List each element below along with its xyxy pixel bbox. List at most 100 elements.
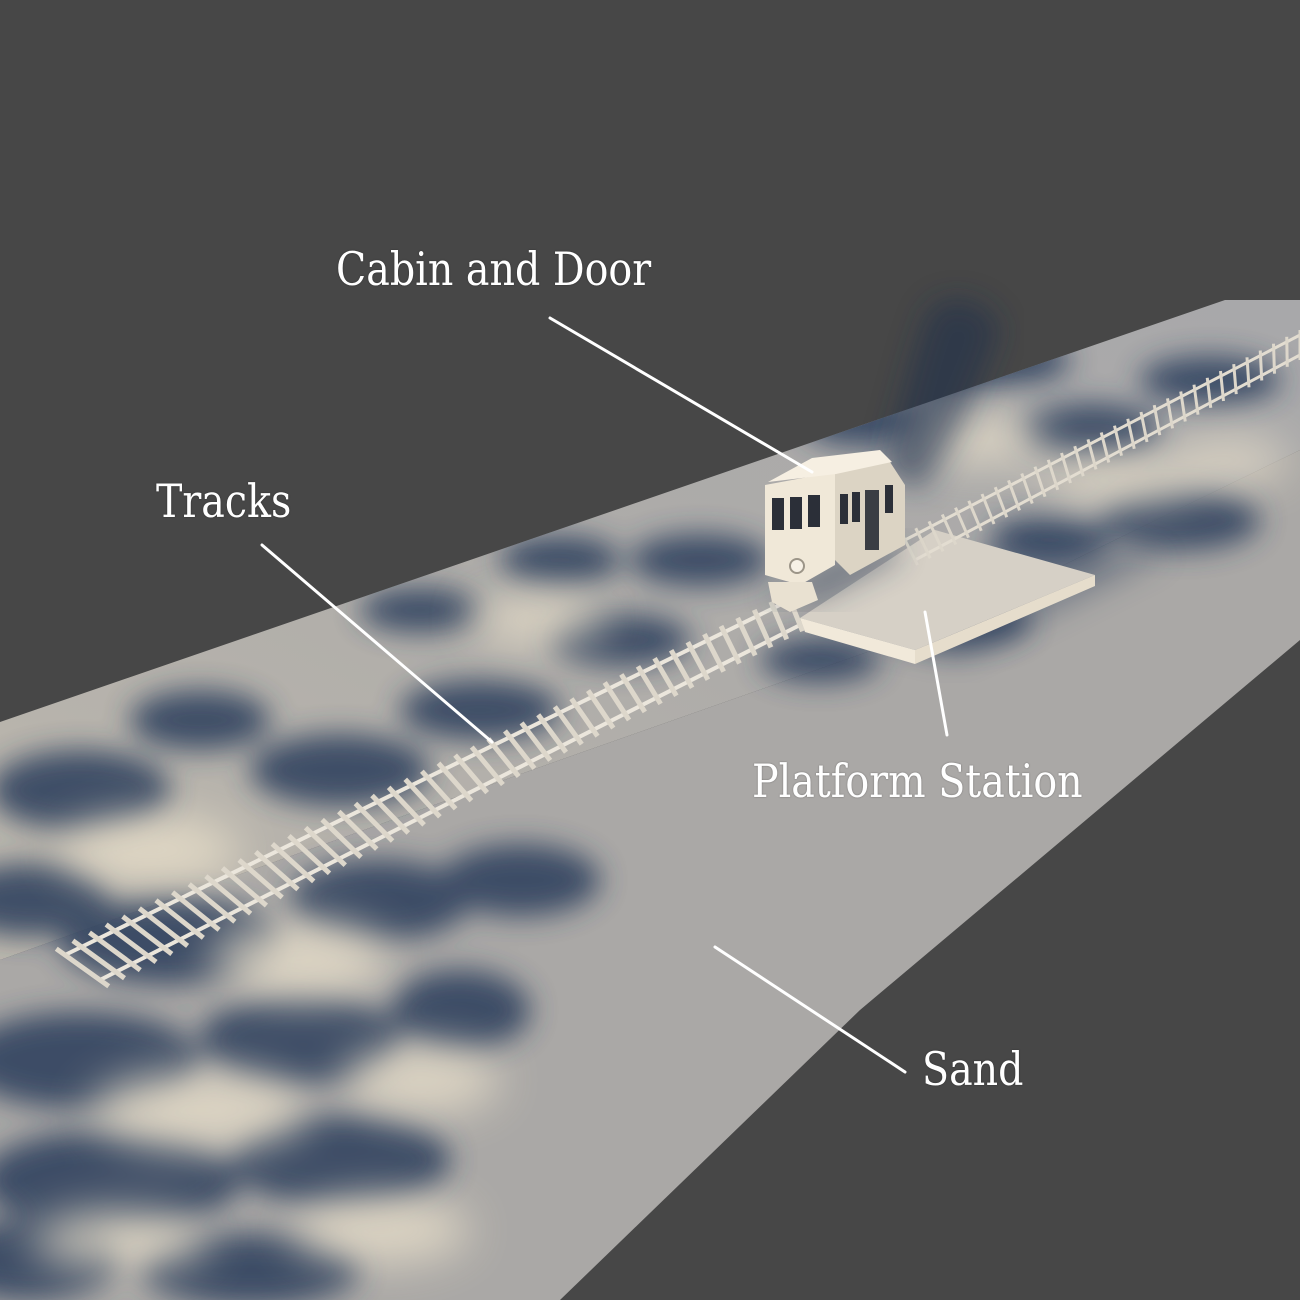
track-sleeper xyxy=(171,890,221,932)
track-sleeper xyxy=(386,785,426,827)
track-sleeper xyxy=(254,850,300,892)
tram-window-side-2 xyxy=(852,492,860,522)
callout-line-platform xyxy=(923,610,949,737)
track-sleeper xyxy=(940,513,958,546)
tram-headlight xyxy=(789,558,805,574)
sand-surface-near xyxy=(0,450,1300,1300)
track-sleeper xyxy=(519,721,553,762)
track-sleeper xyxy=(370,793,411,835)
track-sleeper xyxy=(1086,438,1098,470)
platform-top xyxy=(800,530,1095,650)
track-sleepers-far xyxy=(901,330,1300,566)
track-sleeper xyxy=(536,713,569,754)
track-sleeper xyxy=(1258,350,1264,381)
tram-window-2 xyxy=(790,497,802,529)
track-sleeper xyxy=(685,640,711,681)
callout-label-tracks: Tracks xyxy=(156,474,292,528)
track-sleeper xyxy=(187,882,237,924)
tram-cabin xyxy=(760,450,905,612)
track-sleeper xyxy=(270,842,316,884)
track-sleeper xyxy=(552,705,584,746)
track-sleeper xyxy=(585,689,616,730)
track-sleeper xyxy=(927,520,945,552)
track-sleeper xyxy=(718,624,742,665)
track-sleeper xyxy=(1272,343,1276,374)
track-sleeper xyxy=(453,753,490,795)
platform-side xyxy=(915,575,1095,664)
track-sleeper xyxy=(735,616,758,657)
track-sleeper xyxy=(1033,466,1047,498)
tram-window-3 xyxy=(808,495,820,527)
tram-roof xyxy=(768,450,892,482)
track-sleeper xyxy=(702,632,726,673)
track-sleeper xyxy=(353,801,395,843)
track-sleeper xyxy=(237,858,284,900)
track-sleeper xyxy=(1073,445,1085,477)
track-sleeper xyxy=(486,737,521,779)
track-sleeper xyxy=(635,665,663,706)
track-sleeper xyxy=(1285,336,1289,367)
sand-terrain xyxy=(0,299,1300,1300)
track-sleeper xyxy=(88,930,142,973)
track-sleeper xyxy=(980,493,996,525)
platform-front xyxy=(800,618,915,664)
callout-label-sand: Sand xyxy=(922,1042,1024,1096)
callout-line-sand xyxy=(713,945,907,1074)
track-sleeper xyxy=(1113,425,1123,457)
track-sleeper xyxy=(54,946,111,989)
track-sleeper xyxy=(469,745,505,787)
callout-line-tracks xyxy=(260,543,494,744)
track-sleepers-near xyxy=(54,592,805,989)
track-sleeper xyxy=(1245,357,1251,388)
track-sleeper xyxy=(154,898,205,940)
track-sleeper xyxy=(403,777,442,819)
track-sleeper xyxy=(320,817,363,859)
callout-lines xyxy=(260,316,949,1074)
track-sleeper xyxy=(914,527,932,559)
track-sleeper xyxy=(1139,411,1149,443)
track-sleeper xyxy=(204,874,253,916)
callout-line-cabin xyxy=(548,316,814,474)
track-sleeper xyxy=(751,608,774,649)
track-sleeper xyxy=(1126,418,1136,450)
track-sleeper xyxy=(503,729,537,770)
track-sleeper xyxy=(220,866,269,908)
track-sleeper xyxy=(1046,459,1060,491)
track-sleeper xyxy=(1232,364,1238,395)
track-sleeper xyxy=(602,681,632,722)
track-sleeper xyxy=(137,906,190,948)
track-sleeper xyxy=(1007,479,1021,511)
track-sleeper xyxy=(1205,377,1213,409)
track-sleeper xyxy=(436,761,474,803)
train-shadow xyxy=(880,299,1000,490)
track-sleeper xyxy=(1152,404,1162,436)
track-sleeper xyxy=(1192,384,1200,415)
track-sleeper xyxy=(104,922,158,965)
tram-window-side-1 xyxy=(840,494,848,524)
track-sleeper xyxy=(287,833,332,876)
track-sleeper xyxy=(71,938,126,981)
track-sleeper xyxy=(337,809,379,851)
track-sleeper xyxy=(121,914,174,956)
track-sleeper xyxy=(652,657,679,698)
tram-bumper xyxy=(768,582,818,612)
platform-station xyxy=(800,530,1170,664)
railway-tracks xyxy=(54,330,1300,989)
tram-window-1 xyxy=(772,498,784,530)
track-sleeper xyxy=(1219,370,1225,402)
dune-highlights xyxy=(30,416,1290,1270)
tram-door xyxy=(865,490,879,550)
track-sleeper xyxy=(668,649,695,689)
track-sleeper xyxy=(954,507,970,539)
track-sleeper xyxy=(569,697,600,738)
track-sleeper xyxy=(1179,391,1187,422)
tram-window-side-3 xyxy=(885,485,893,513)
track-sleeper xyxy=(768,600,790,641)
track-sleeper xyxy=(420,769,458,811)
track-sleeper xyxy=(967,500,983,532)
callout-label-platform-station: Platform Station xyxy=(752,754,1083,808)
track-sleeper xyxy=(1020,473,1034,504)
track-sleeper xyxy=(619,673,647,714)
